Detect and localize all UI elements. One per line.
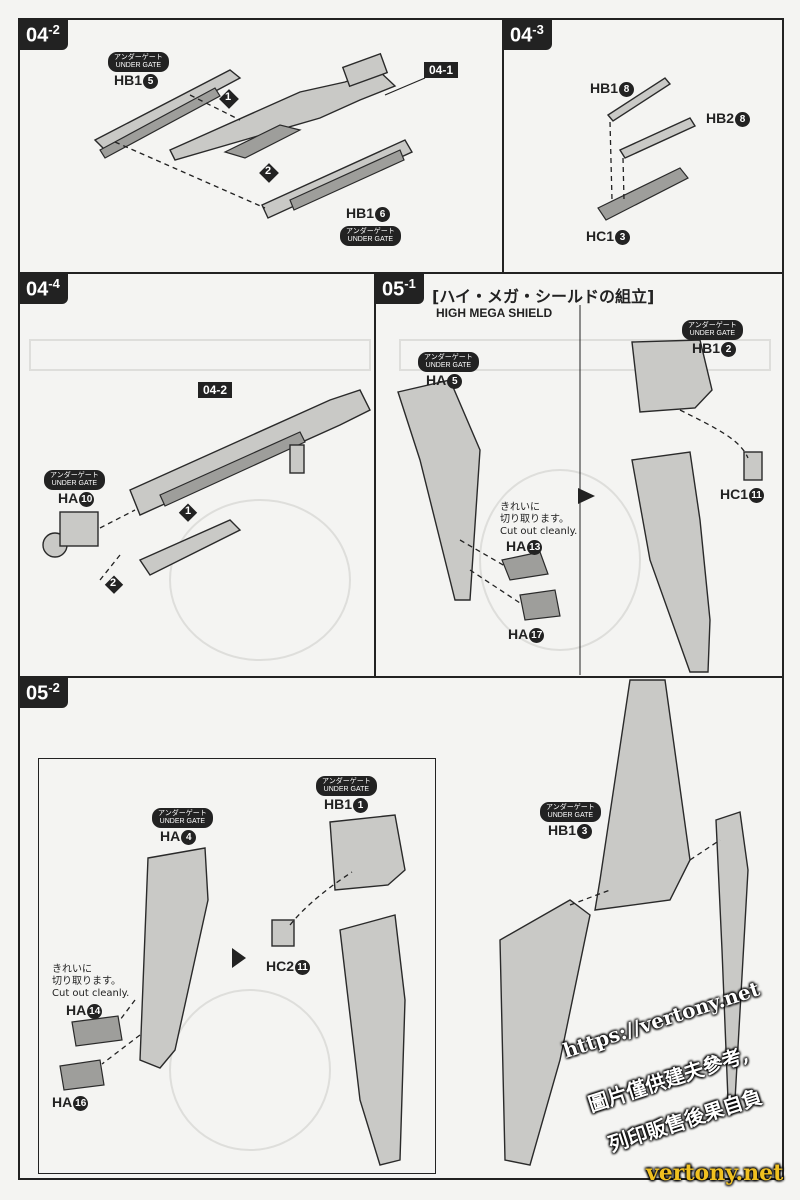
step-05-2-label: 05-2 (20, 678, 68, 708)
cut-note: きれいに切り取ります。Cut out cleanly. (500, 502, 578, 537)
shield-title-en: HIGH MEGA SHIELD (436, 306, 553, 320)
shield-title-jp: [ハイ・メガ・シールドの組立] (432, 287, 655, 306)
shield-05-1 (397, 305, 763, 675)
step-04-4-label: 04-4 (20, 274, 68, 304)
panel-05-2 (18, 676, 784, 1180)
rifle-04-2 (93, 52, 426, 219)
order-marker-2: 2 (110, 577, 117, 589)
rifle-04-4 (42, 389, 371, 581)
ref-tag-04-2: 04-2 (198, 382, 233, 398)
step-05-1-label: 05-1 (376, 274, 424, 304)
step-04-2-label: 04-2 (20, 20, 68, 50)
ref-tag-04-1: 04-1 (424, 62, 459, 78)
order-markers-04-2 (219, 89, 279, 183)
step-04-3-label: 04-3 (504, 20, 552, 50)
shield-05-2 (59, 679, 749, 1166)
order-marker-2: 2 (265, 165, 272, 177)
panel-05-2-inset (38, 758, 436, 1174)
order-marker-1: 1 (225, 91, 232, 103)
cut-note: きれいに切り取ります。Cut out cleanly. (52, 964, 130, 999)
order-marker-1: 1 (185, 505, 192, 517)
parts-04-3 (597, 77, 697, 221)
watermark-brand: vertony.net (646, 1160, 784, 1186)
background-ghost (29, 339, 771, 1151)
